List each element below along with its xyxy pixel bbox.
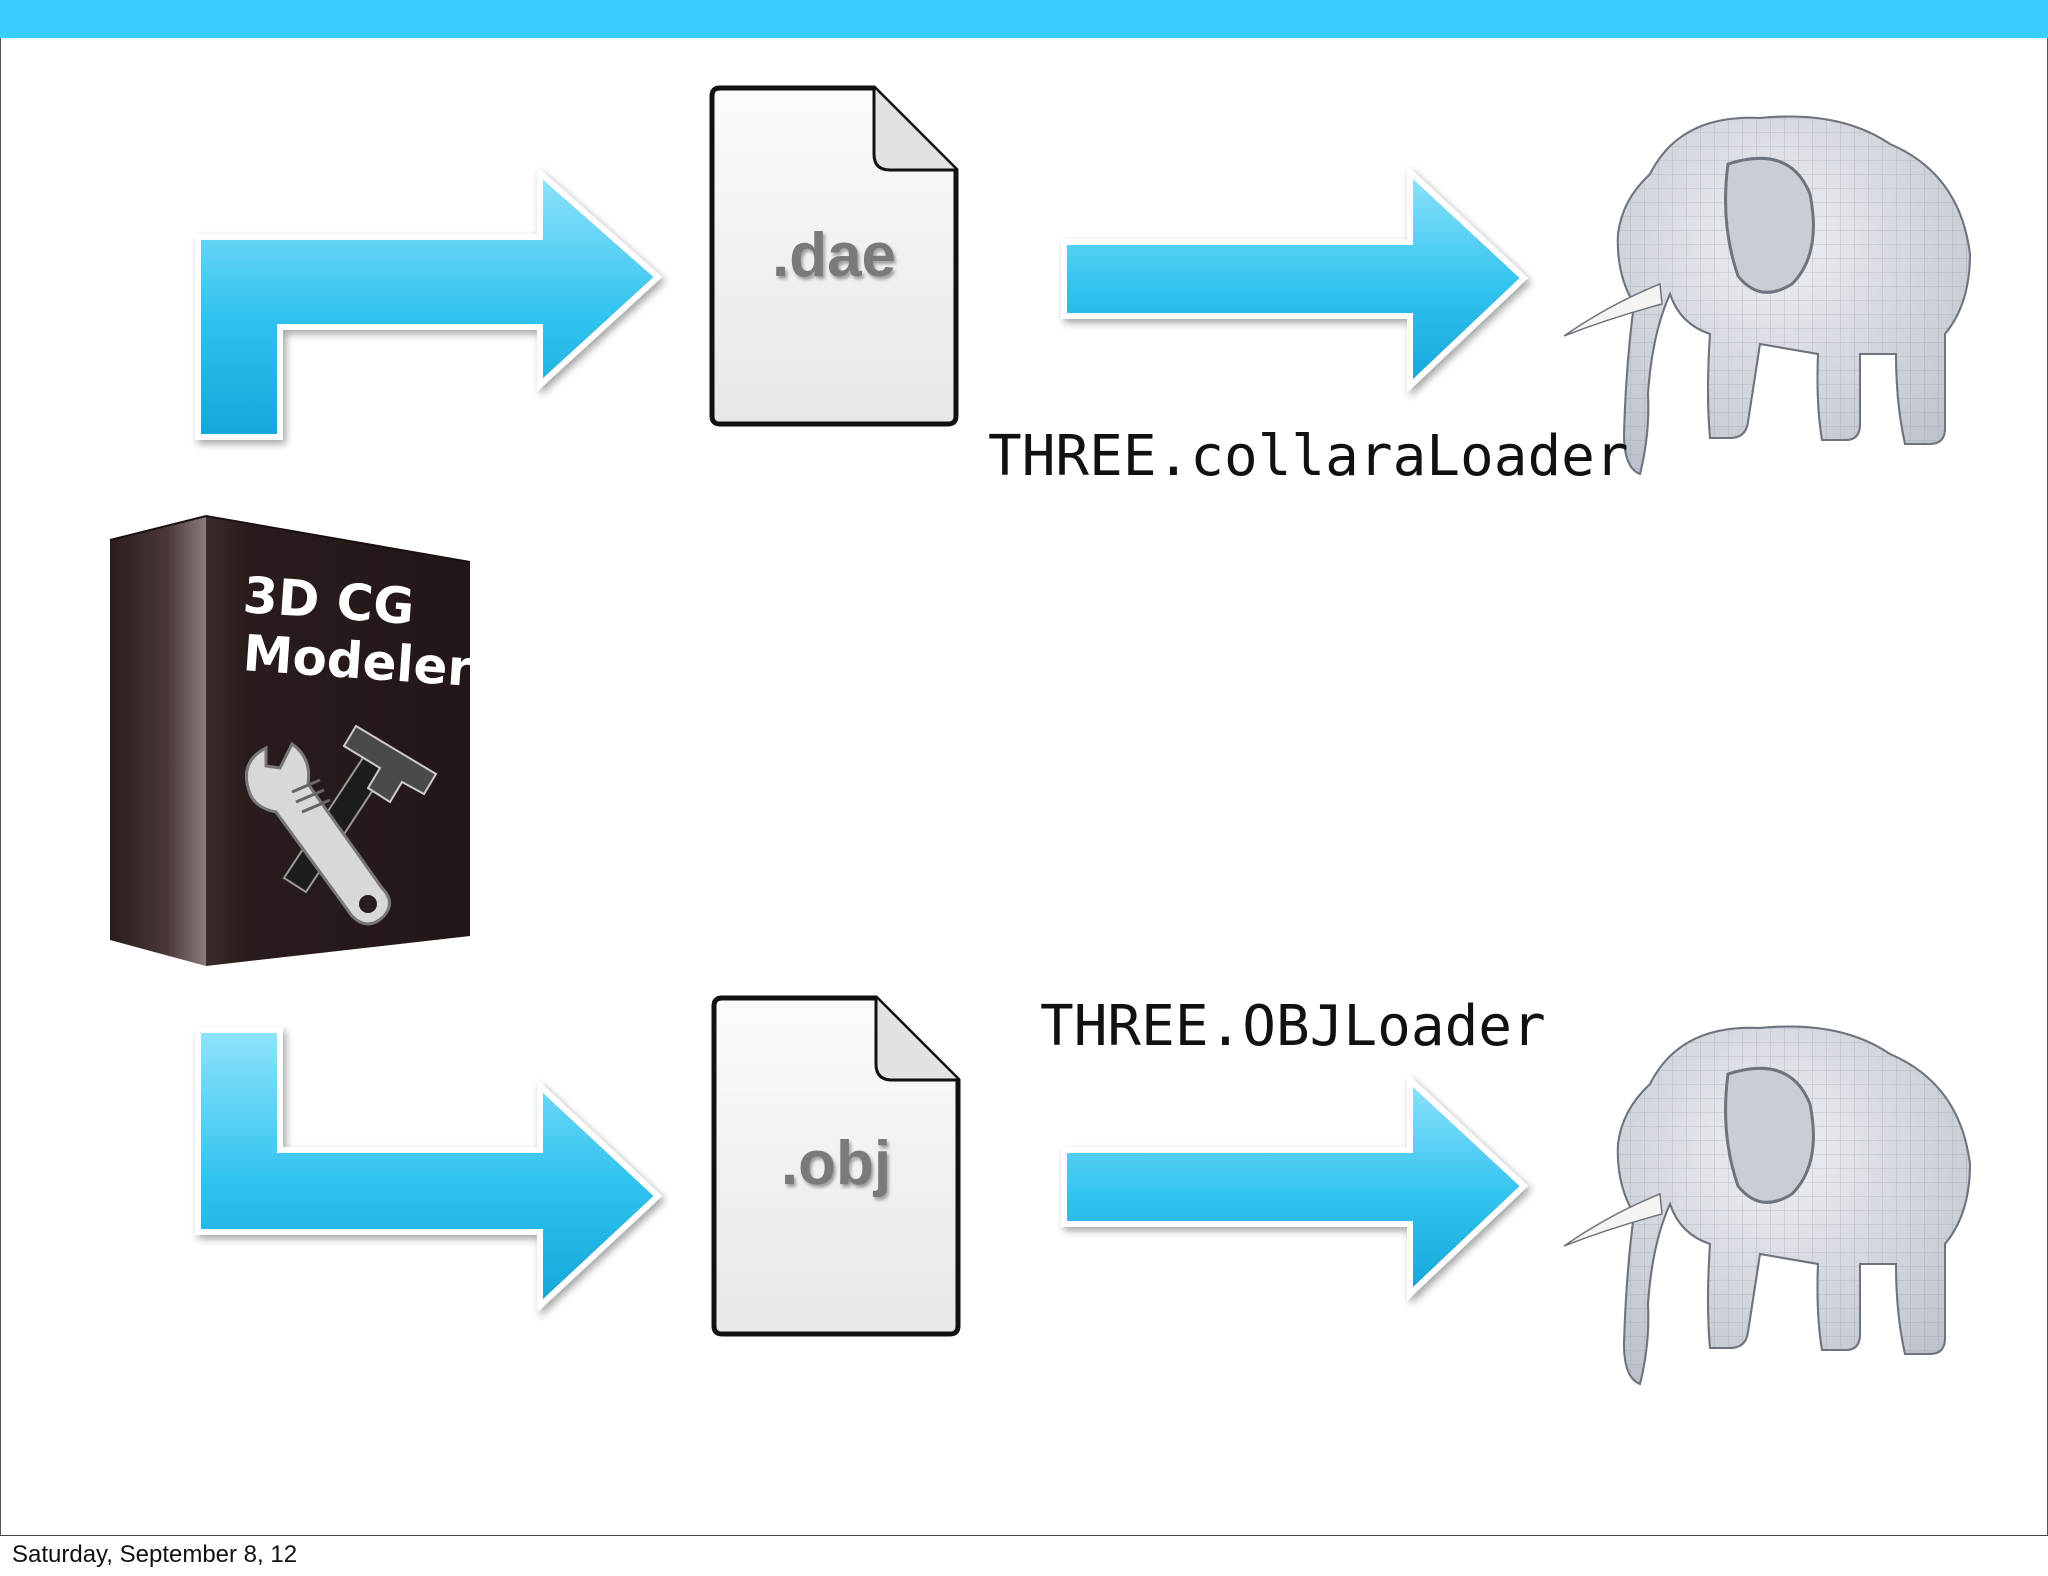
obj-file-icon: .obj	[708, 994, 964, 1338]
dae-file-icon: .dae	[706, 84, 962, 428]
elephant-model-bottom	[1560, 1014, 1980, 1404]
top-accent-bar	[0, 0, 2048, 38]
bottom-branch-arrow-icon	[190, 1026, 670, 1326]
obj-file-label: .obj	[708, 1128, 964, 1199]
collada-loader-label: THREE.collaraLoader	[988, 424, 1629, 489]
dae-file-label: .dae	[706, 220, 962, 291]
bottom-load-arrow-icon	[1056, 1074, 1536, 1314]
obj-loader-label: THREE.OBJLoader	[1040, 994, 1546, 1059]
3d-cg-modeler-box: 3D CG Modeler	[106, 512, 478, 972]
footer-date: Saturday, September 8, 12	[12, 1541, 297, 1569]
top-load-arrow-icon	[1056, 164, 1536, 404]
top-branch-arrow-icon	[190, 165, 670, 465]
